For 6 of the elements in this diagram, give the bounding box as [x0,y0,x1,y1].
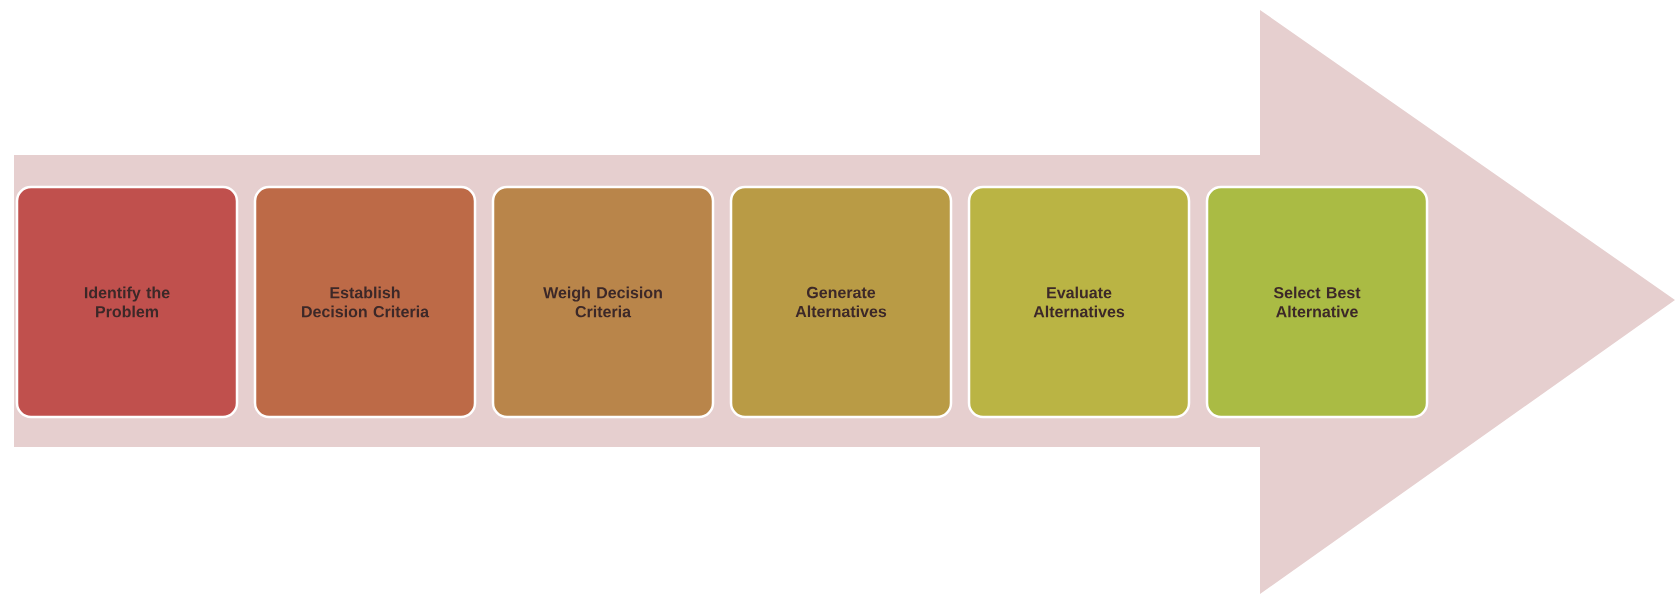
step-box: Evaluate Alternatives [967,185,1191,419]
step-box: Select Best Alternative [1205,185,1429,419]
step-box: Generate Alternatives [729,185,953,419]
step-box: Weigh Decision Criteria [491,185,715,419]
step-box: Identify the Problem [15,185,239,419]
step-box: Establish Decision Criteria [253,185,477,419]
